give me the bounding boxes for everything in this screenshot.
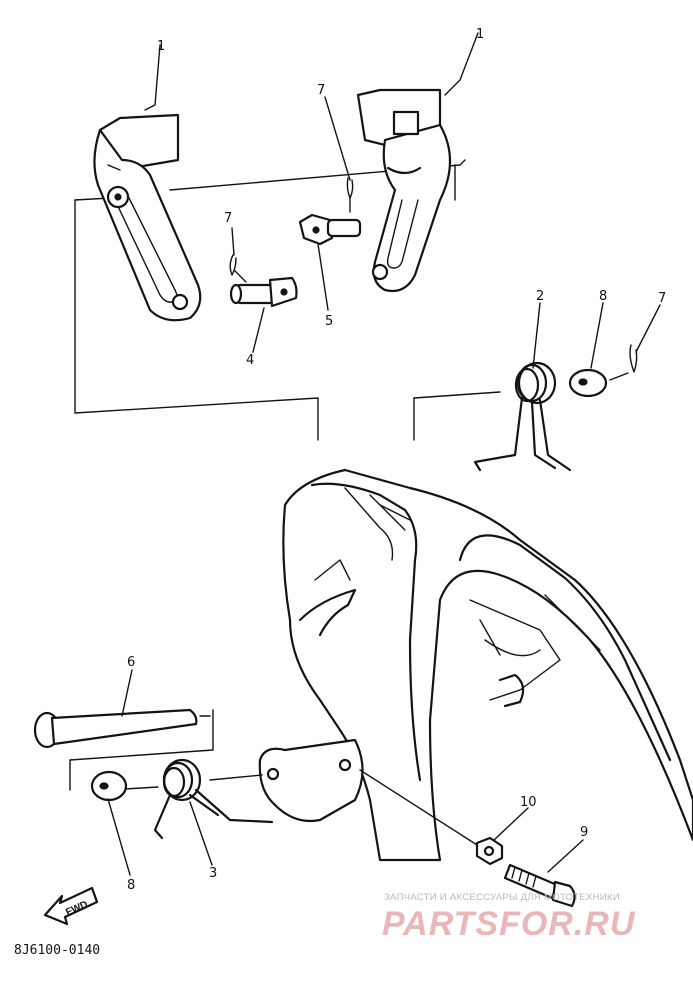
callout-7-top: 7	[317, 83, 325, 98]
callout-7-mid: 7	[224, 211, 232, 226]
watermark-logo: PARTSFOR.RU	[382, 905, 636, 943]
bolt-line	[359, 769, 489, 853]
bolt-9	[503, 863, 576, 908]
leader-lines	[107, 32, 661, 876]
spring-2	[473, 361, 572, 472]
diagram-code: 8J6100-0140	[14, 943, 100, 958]
callout-labels: 1 1 7 7 4 5 2 8 7 6 8 3 10 9	[127, 27, 666, 893]
assembly-outline	[74, 159, 501, 441]
pivot-shaft-6	[33, 708, 211, 749]
footrest-bracket-right	[356, 88, 452, 293]
footrest-bracket-left	[93, 113, 202, 322]
fwd-arrow-icon: FWD	[43, 886, 99, 926]
callout-4: 4	[246, 353, 254, 368]
washer-bottom	[90, 770, 128, 802]
callout-5: 5	[325, 314, 333, 329]
callout-7-right: 7	[658, 291, 666, 306]
cotter-pin-right	[609, 344, 638, 381]
shaft-guide-lines	[69, 709, 263, 791]
nut-10	[475, 836, 504, 866]
callout-3: 3	[209, 866, 217, 881]
frame-casting	[258, 468, 693, 862]
callout-6: 6	[127, 655, 135, 670]
callout-8-top: 8	[599, 289, 607, 304]
callout-2: 2	[536, 289, 544, 304]
callout-10: 10	[520, 795, 537, 810]
spring-3	[153, 758, 274, 840]
callout-1-left: 1	[157, 39, 165, 54]
callout-8-bottom: 8	[127, 878, 135, 893]
pin-4	[229, 276, 298, 308]
callout-9: 9	[580, 825, 588, 840]
pin-5	[298, 213, 362, 246]
callout-1-right: 1	[476, 27, 484, 42]
cotter-pin-top	[346, 177, 354, 213]
washer-top	[568, 368, 608, 398]
watermark-tagline: ЗАПЧАСТИ И АКСЕССУАРЫ ДЛЯ МОТОТЕХНИКИ	[384, 892, 620, 903]
cotter-pin-mid	[229, 254, 247, 283]
